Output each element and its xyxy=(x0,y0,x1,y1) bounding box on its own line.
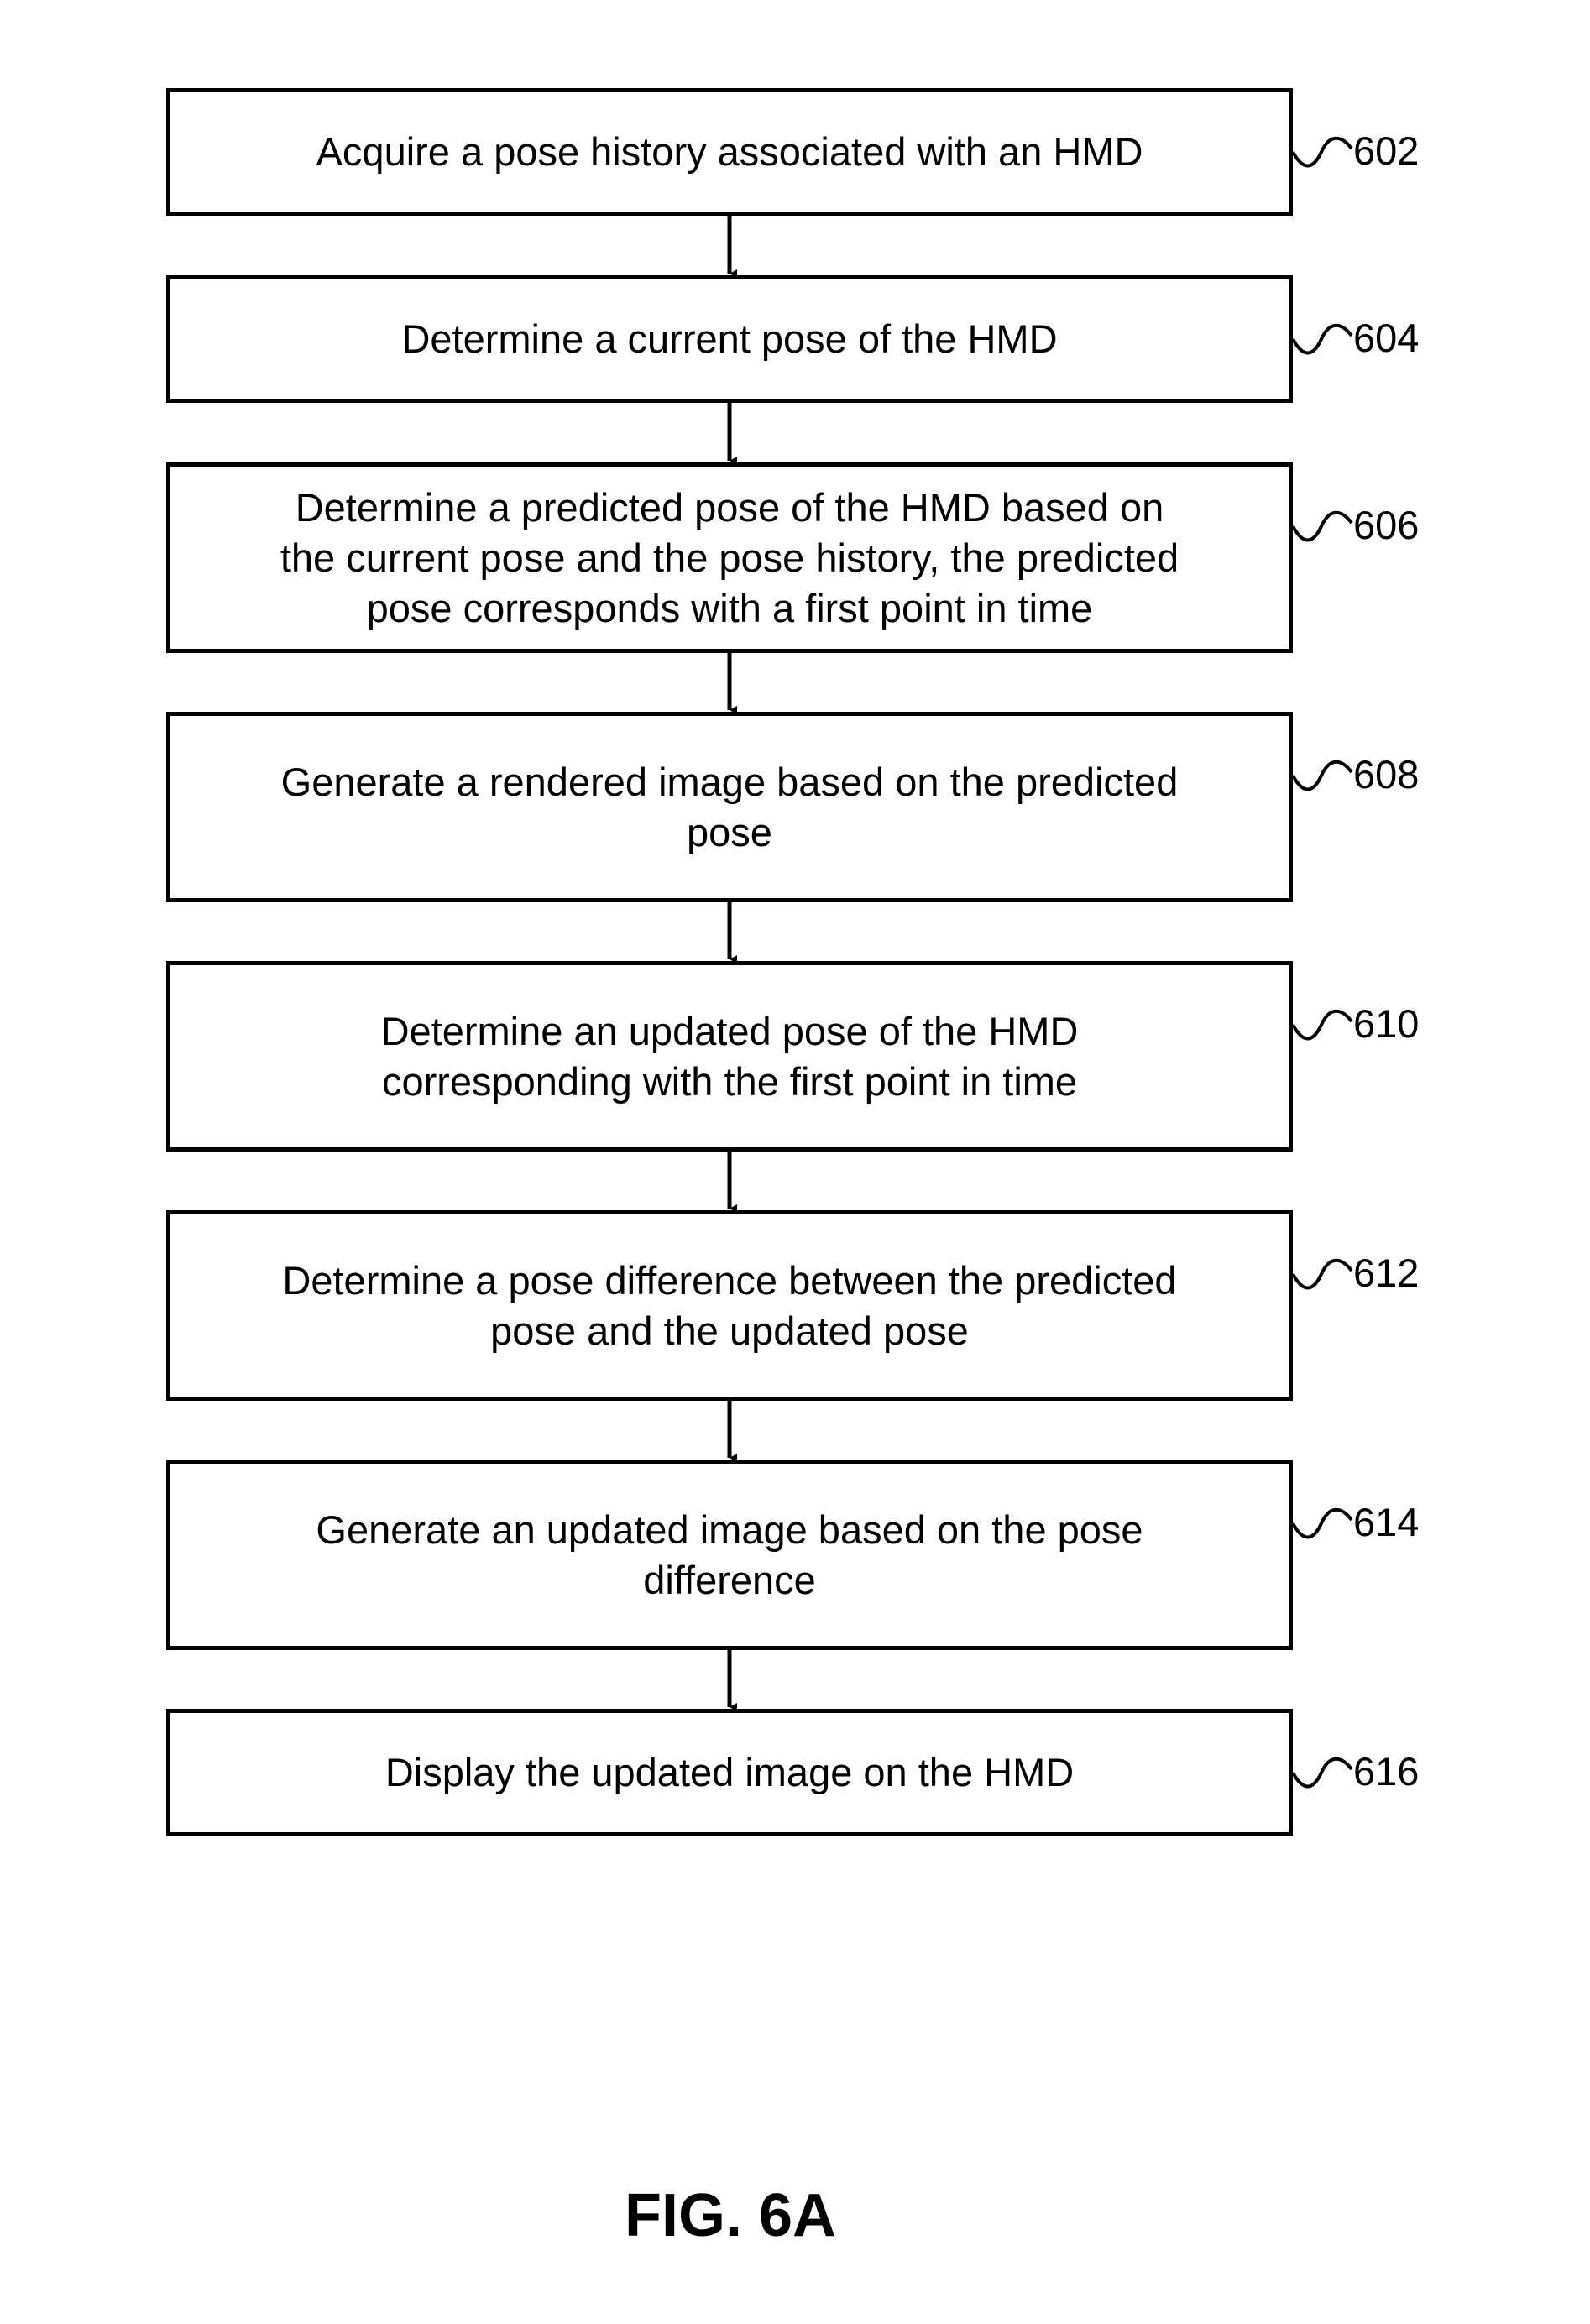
step-box-616: Display the updated image on the HMD xyxy=(166,1709,1293,1836)
ref-label-612: 612 xyxy=(1353,1252,1419,1294)
ref-label-608: 608 xyxy=(1353,754,1419,796)
step-box-606: Determine a predicted pose of the HMD ba… xyxy=(166,462,1293,653)
leader-line-606 xyxy=(1293,513,1352,541)
ref-label-604: 604 xyxy=(1353,317,1419,359)
step-text-606: Determine a predicted pose of the HMD ba… xyxy=(230,483,1229,634)
step-text-610: Determine an updated pose of the HMD cor… xyxy=(331,1006,1129,1107)
leader-line-608 xyxy=(1293,762,1352,790)
leader-line-610 xyxy=(1293,1011,1352,1039)
step-text-604: Determine a current pose of the HMD xyxy=(351,314,1107,364)
step-text-614: Generate an updated image based on the p… xyxy=(265,1505,1193,1606)
ref-label-616: 616 xyxy=(1353,1751,1419,1793)
leader-line-604 xyxy=(1293,326,1352,353)
step-box-610: Determine an updated pose of the HMD cor… xyxy=(166,961,1293,1152)
step-text-608: Generate a rendered image based on the p… xyxy=(231,757,1229,858)
step-box-604: Determine a current pose of the HMD xyxy=(166,275,1293,403)
step-text-602: Acquire a pose history associated with a… xyxy=(266,127,1194,177)
step-text-612: Determine a pose difference between the … xyxy=(232,1256,1226,1356)
figure-caption: FIG. 6A xyxy=(0,2178,1461,2253)
ref-label-606: 606 xyxy=(1353,504,1419,546)
leader-line-602 xyxy=(1293,138,1352,166)
leader-line-612 xyxy=(1293,1261,1352,1288)
leader-line-614 xyxy=(1293,1510,1352,1538)
step-box-608: Generate a rendered image based on the p… xyxy=(166,712,1293,902)
leader-line-616 xyxy=(1293,1759,1352,1787)
step-box-612: Determine a pose difference between the … xyxy=(166,1210,1293,1401)
ref-label-602: 602 xyxy=(1353,130,1419,172)
ref-label-610: 610 xyxy=(1353,1003,1419,1045)
step-box-614: Generate an updated image based on the p… xyxy=(166,1460,1293,1650)
step-text-616: Display the updated image on the HMD xyxy=(335,1747,1124,1798)
ref-label-614: 614 xyxy=(1353,1501,1419,1543)
step-box-602: Acquire a pose history associated with a… xyxy=(166,88,1293,216)
